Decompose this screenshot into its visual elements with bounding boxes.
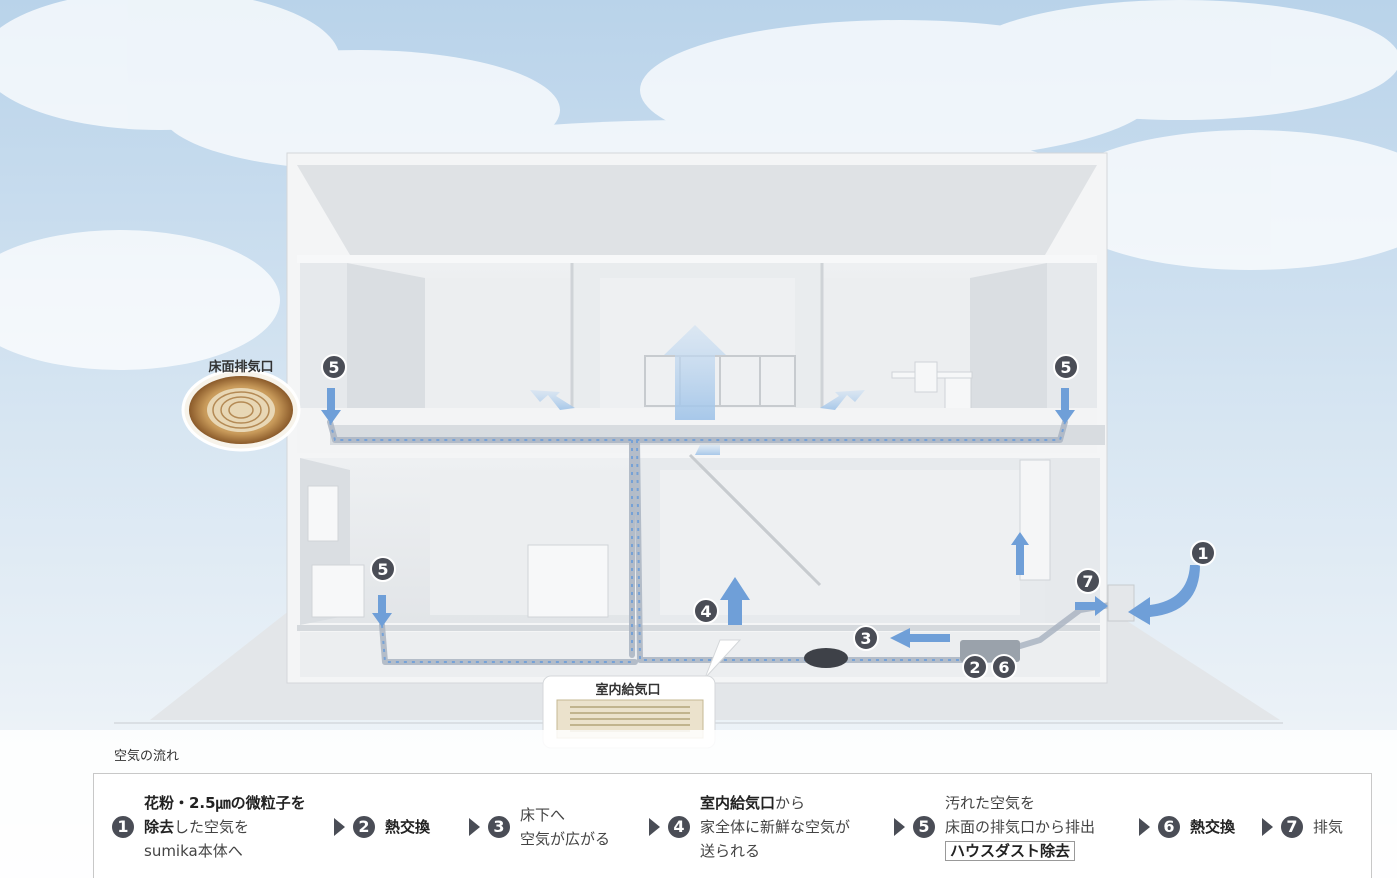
step5-line1: 汚れた空気を	[945, 793, 1036, 812]
legend-num-7: 7	[1279, 813, 1305, 840]
step-arrow-icon	[334, 817, 345, 836]
step-arrow-icon	[469, 817, 480, 836]
floor-exhaust-callout	[181, 368, 301, 452]
airflow-legend: 1 花粉・2.5㎛の微粒子を 除去した空気を sumika本体へ 2 熱交換 3…	[93, 773, 1372, 878]
step7-text: 排気	[1313, 817, 1344, 836]
legend-num-6: 6	[1156, 813, 1182, 840]
marker-2: 2	[962, 654, 988, 680]
legend-num-3: 3	[486, 813, 512, 840]
step2-text: 熱交換	[385, 817, 431, 836]
step1-line2-bold: 除去	[144, 817, 175, 836]
marker-6: 6	[991, 654, 1017, 680]
step5-line2: 床面の排気口から排出	[945, 817, 1096, 836]
legend-num-1: 1	[110, 813, 136, 840]
legend-step-1: 1 花粉・2.5㎛の微粒子を 除去した空気を sumika本体へ	[110, 774, 306, 879]
step-arrow-icon	[649, 817, 660, 836]
floor-exhaust-label: 床面排気口	[208, 360, 274, 375]
legend-step-7: 7 排気	[1262, 774, 1343, 879]
desk	[891, 361, 973, 411]
legend-step-3: 3 床下へ 空気が広がる	[469, 774, 610, 879]
marker-5-2f-left: 5	[321, 354, 347, 380]
legend-step-6: 6 熱交換	[1139, 774, 1235, 879]
step1-line2-rest: した空気を	[174, 817, 250, 836]
kitchen-furniture	[307, 485, 609, 618]
step1-line3: sumika本体へ	[144, 841, 243, 860]
step4-line2: 家全体に新鮮な空気が	[700, 817, 851, 836]
step3-line2: 空気が広がる	[520, 829, 611, 848]
step4-line1-bold: 室内給気口	[700, 793, 776, 812]
airflow-arrows	[530, 325, 865, 455]
step-arrow-icon	[894, 817, 905, 836]
air-flow-title: 空気の流れ	[114, 749, 180, 764]
legend-step-4: 4 室内給気口から 家全体に新鮮な空気が 送られる	[649, 774, 850, 879]
legend-num-4: 4	[666, 813, 692, 840]
step6-text: 熱交換	[1190, 817, 1236, 836]
step1-line1: 花粉・2.5㎛の微粒子を	[144, 793, 306, 812]
legend-step-5: 5 汚れた空気を 床面の排気口から排出 ハウスダスト除去	[894, 774, 1095, 879]
marker-4: 4	[693, 598, 719, 624]
step4-line1-rest: から	[775, 793, 806, 812]
step3-line1: 床下へ	[520, 805, 566, 824]
legend-num-2: 2	[351, 813, 377, 840]
marker-1: 1	[1190, 540, 1216, 566]
staircase	[688, 453, 822, 587]
step4-line3: 送られる	[700, 841, 761, 860]
step5-boxed: ハウスダスト除去	[945, 840, 1076, 861]
legend-step-2: 2 熱交換	[334, 774, 430, 879]
attic	[297, 165, 1097, 255]
indoor-supply-label: 室内給気口	[595, 683, 661, 698]
outdoor-hood	[1107, 584, 1135, 622]
legend-num-5: 5	[911, 813, 937, 840]
marker-3: 3	[853, 625, 879, 651]
marker-7: 7	[1075, 568, 1101, 594]
marker-5-1f: 5	[370, 556, 396, 582]
supply-chamber	[804, 648, 848, 668]
step-arrow-icon	[1139, 817, 1150, 836]
marker-5-2f-right: 5	[1053, 354, 1079, 380]
step-arrow-icon	[1262, 817, 1273, 836]
flow-arrows-blue	[321, 388, 1200, 648]
